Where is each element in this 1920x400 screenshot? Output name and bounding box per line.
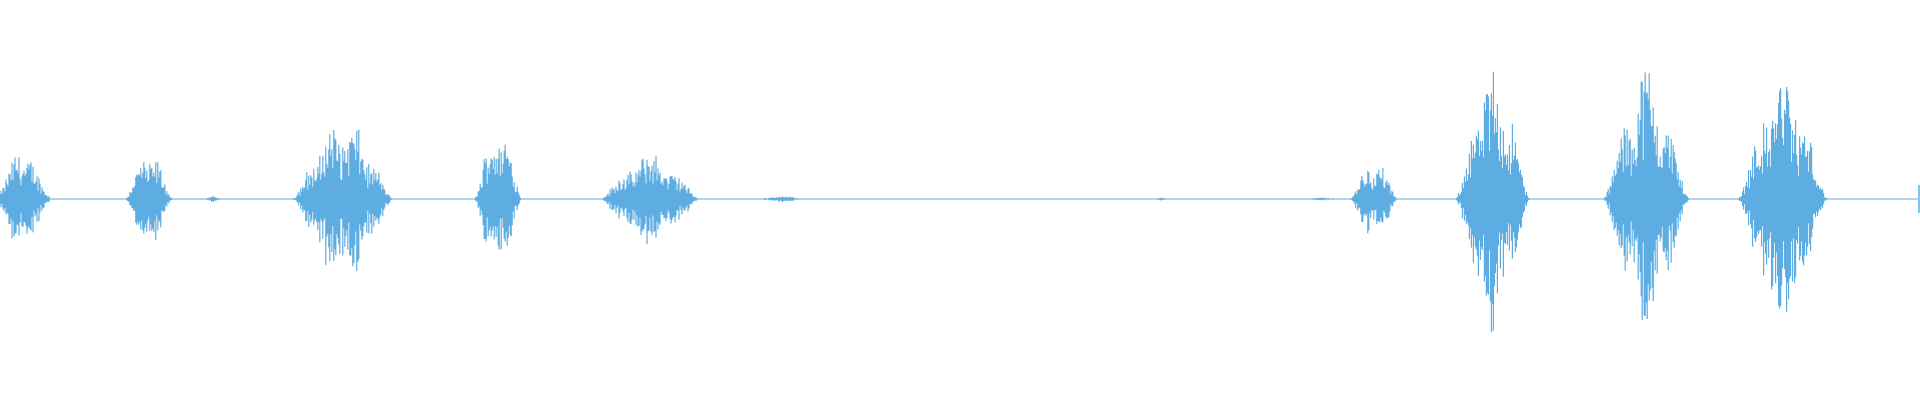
waveform-segment-9 [1301, 197, 1345, 201]
waveform-segment-13 [1737, 87, 1829, 312]
waveform-segment-11 [1454, 71, 1530, 333]
waveform-segment-4 [291, 129, 394, 271]
waveform-segment-2 [124, 162, 173, 240]
waveform-segment-7 [754, 196, 811, 202]
waveform-segment-5 [473, 144, 523, 250]
waveform-segment-1 [0, 157, 50, 239]
waveform-segment-6 [598, 155, 701, 245]
waveform-segment-10 [1349, 167, 1399, 234]
waveform-segment-12 [1602, 72, 1690, 321]
waveform-segment-8 [1151, 197, 1172, 201]
waveform-segment-3 [202, 196, 224, 202]
